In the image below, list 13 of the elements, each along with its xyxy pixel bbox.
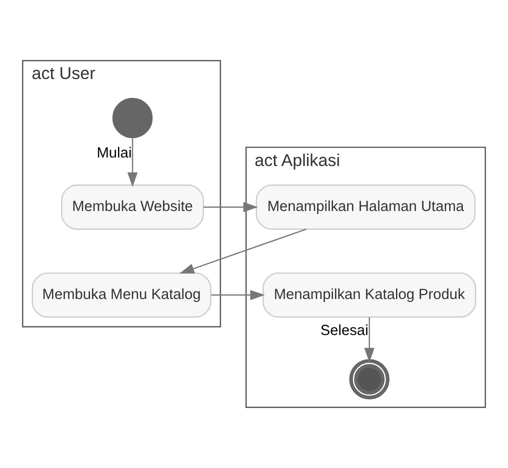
arrow — [127, 138, 138, 187]
edge-label: Mulai — [96, 145, 132, 162]
arrow — [364, 317, 374, 362]
node-circle — [112, 98, 153, 138]
node-box: Menampilkan Katalog Produk — [262, 272, 476, 318]
arrow — [179, 228, 306, 274]
node-box: Membuka Website — [61, 184, 204, 230]
node-box: Menampilkan Halaman Utama — [256, 184, 476, 230]
arrow — [211, 290, 265, 300]
edge-label: Selesai — [320, 322, 368, 339]
node-box: Membuka Menu Katalog — [32, 272, 212, 318]
node-bullseye — [349, 359, 390, 400]
arrow — [204, 202, 258, 212]
